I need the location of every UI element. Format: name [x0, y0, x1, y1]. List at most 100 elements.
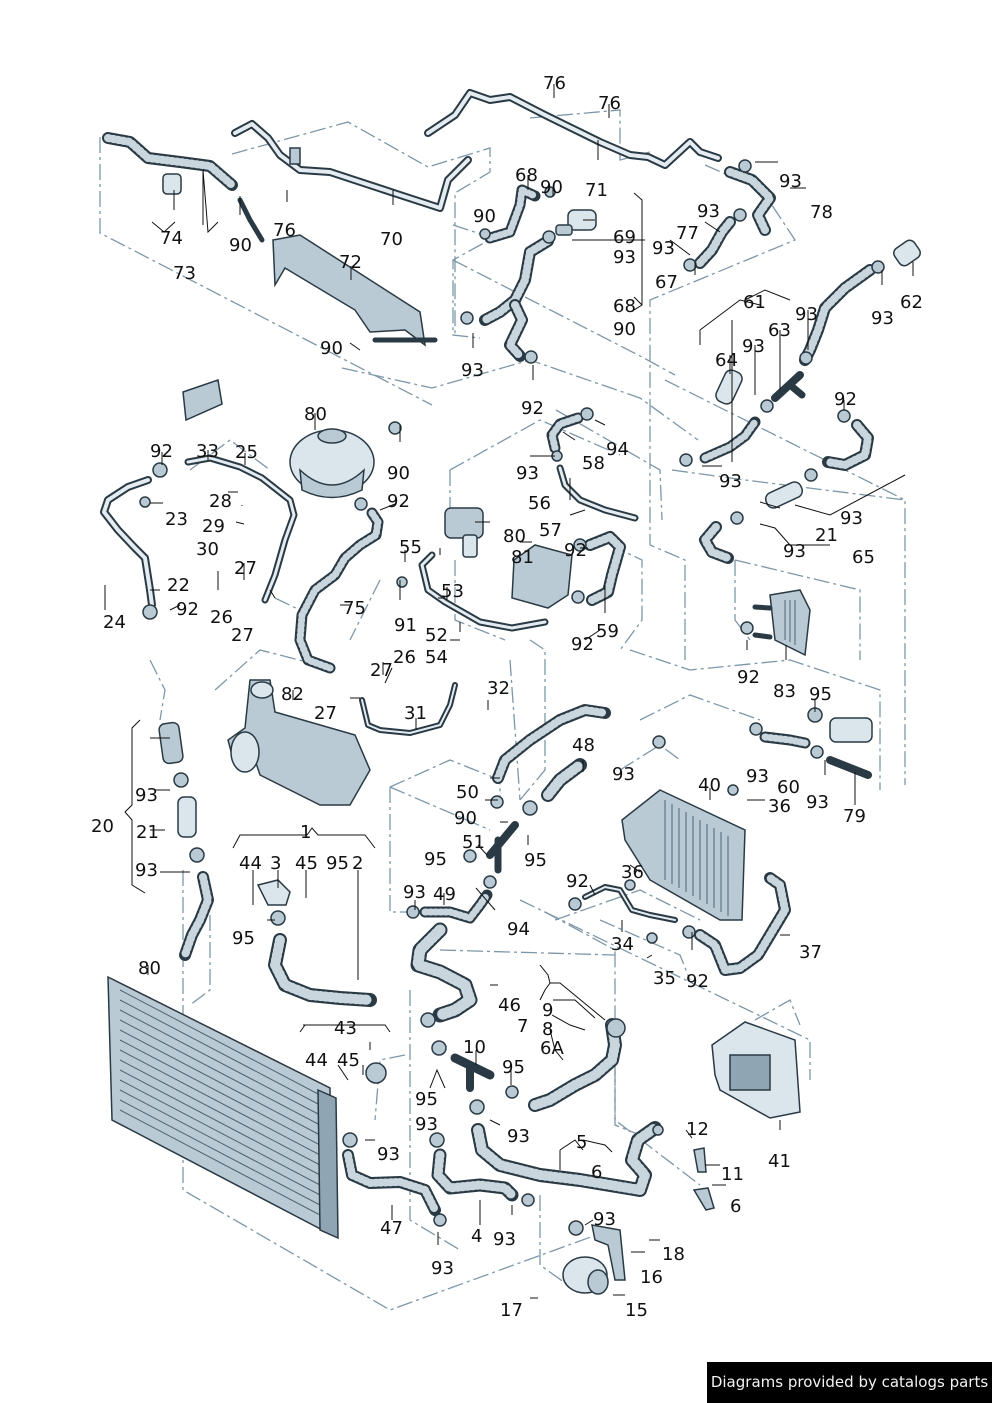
callout-5: 5: [576, 1132, 587, 1153]
callout-57: 57: [539, 520, 562, 541]
hose-7: [528, 1018, 622, 1112]
hose-58: [546, 412, 584, 454]
callout-93: 93: [461, 360, 484, 381]
callout-95: 95: [326, 853, 349, 874]
callout-33: 33: [196, 441, 219, 462]
callout-95: 95: [502, 1057, 525, 1078]
callout-95: 95: [524, 850, 547, 871]
callout-labels: 76 76 71 93 78 68 90 90 69 93 93 77 93 6…: [91, 73, 923, 1321]
callout-35: 35: [653, 968, 676, 989]
callout-10: 10: [463, 1037, 486, 1058]
callout-95: 95: [232, 928, 255, 949]
callout-41: 41: [768, 1151, 791, 1172]
callout-73: 73: [173, 263, 196, 284]
callout-92: 92: [564, 540, 587, 561]
callout-53: 53: [441, 581, 464, 602]
callout-95: 95: [809, 684, 832, 705]
hose-46: [410, 922, 478, 1023]
hose-75: [294, 507, 384, 674]
hose-61: [799, 264, 876, 366]
callout-90: 90: [229, 235, 252, 256]
callout-93: 93: [742, 336, 765, 357]
air-duct-41: [711, 1021, 801, 1119]
callout-93: 93: [697, 201, 720, 222]
callout-74: 74: [160, 228, 183, 249]
callout-63: 63: [768, 320, 791, 341]
callout-6: 6: [591, 1162, 602, 1183]
oil-cooler-83: [752, 589, 811, 657]
callout-21: 21: [815, 525, 838, 546]
callout-93: 93: [613, 247, 636, 268]
callout-92: 92: [387, 491, 410, 512]
callout-47: 47: [380, 1218, 403, 1239]
callout-54: 54: [425, 647, 448, 668]
callout-18: 18: [662, 1244, 685, 1265]
callout-92: 92: [571, 634, 594, 655]
pipe-22: [100, 476, 156, 609]
callout-11: 11: [721, 1164, 744, 1185]
elbow-3: [256, 879, 291, 906]
callout-56: 56: [528, 493, 551, 514]
callout-70: 70: [380, 229, 403, 250]
callout-75: 75: [343, 598, 366, 619]
callout-46: 46: [498, 995, 521, 1016]
callout-92: 92: [521, 398, 544, 419]
bracket-11: [692, 1147, 715, 1211]
callout-93: 93: [493, 1229, 516, 1250]
callout-23: 23: [165, 509, 188, 530]
callout-90: 90: [320, 338, 343, 359]
callout-90: 90: [387, 463, 410, 484]
callout-1: 1: [300, 822, 311, 843]
connector-62: [893, 239, 921, 267]
callout-90: 90: [454, 808, 477, 829]
callout-93: 93: [746, 766, 769, 787]
callout-71: 71: [585, 180, 608, 201]
callout-67: 67: [655, 272, 678, 293]
callout-9: 9: [542, 1000, 553, 1021]
pipe-71: [424, 89, 722, 169]
expansion-tank-80: [289, 428, 375, 499]
callout-93: 93: [652, 238, 675, 259]
hose-48: [541, 758, 587, 802]
hose-65-upper: [822, 419, 874, 471]
callout-17: 17: [500, 1300, 523, 1321]
callout-95: 95: [424, 849, 447, 870]
hose-5-6: [471, 1121, 662, 1197]
leader-lines: [104, 84, 914, 1299]
t-piece-63: [771, 371, 806, 402]
bracket-16: [591, 1224, 626, 1281]
radiator-80: [107, 975, 339, 1240]
hose-60: [759, 731, 811, 749]
pipe-56: [556, 464, 639, 522]
callout-78: 78: [810, 202, 833, 223]
hose-49: [419, 889, 493, 924]
callout-93: 93: [431, 1258, 454, 1279]
callout-76: 76: [598, 93, 621, 114]
callout-94: 94: [606, 439, 629, 460]
callout-93: 93: [593, 1209, 616, 1230]
callout-4: 4: [471, 1226, 482, 1247]
callout-92: 92: [686, 971, 709, 992]
callout-36: 36: [768, 796, 791, 817]
callout-93: 93: [840, 508, 863, 529]
callout-93: 93: [507, 1126, 530, 1147]
pipe-33-25: [184, 454, 298, 604]
thermostat-housing-79: [826, 717, 873, 779]
callout-92: 92: [834, 389, 857, 410]
callout-44: 44: [239, 853, 262, 874]
hose-50: [492, 704, 611, 784]
callout-25: 25: [235, 442, 258, 463]
connector-64: [715, 369, 743, 405]
callout-68: 68: [613, 296, 636, 317]
callout-60: 60: [777, 777, 800, 798]
callout-27: 27: [234, 558, 257, 579]
hose-2: [268, 933, 377, 1007]
callout-61: 61: [743, 292, 766, 313]
callout-93: 93: [135, 860, 158, 881]
callout-79: 79: [843, 806, 866, 827]
hose-61-lower: [699, 416, 761, 464]
callout-27: 27: [370, 660, 393, 681]
callout-34: 34: [611, 934, 634, 955]
callout-43: 43: [334, 1018, 357, 1039]
callout-12: 12: [686, 1119, 709, 1140]
